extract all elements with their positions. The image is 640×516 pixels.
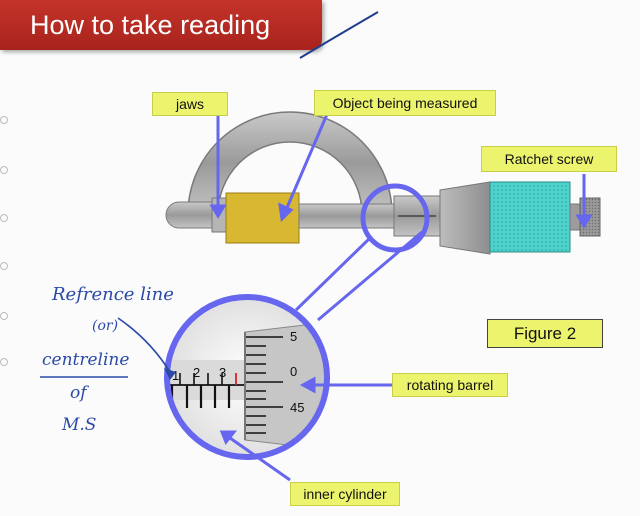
thimble [439,181,491,255]
focus-circle [360,183,430,253]
handwritten-of: of [70,383,89,403]
half-mm-ticks [179,373,223,385]
thimble-digit-5: 5 [290,329,297,344]
thimble-scale-ticks [246,336,283,434]
scale-digit-2: 2 [193,365,200,380]
handwritten-arrow [117,317,171,373]
page-title: How to take reading [30,10,271,40]
sidebar-marker [0,214,8,222]
sidebar-marker [0,262,8,270]
zoom-connector [294,236,372,312]
handwritten-or: (or) [92,318,118,334]
title-banner: How to take reading [0,0,322,50]
sidebar-marker [0,166,8,174]
ratchet-label: Ratchet screw [481,146,617,172]
sidebar-marker [0,116,8,124]
barrel-label: rotating barrel [392,373,508,397]
handwritten-arrowhead [164,368,176,380]
zoom-view [164,294,330,460]
pen-stroke [299,11,379,59]
cylinder-label: inner cylinder [290,482,400,506]
handwritten-centreline: centreline [42,350,129,370]
scale-digit-3: 3 [219,365,226,380]
sidebar-marker [0,312,8,320]
figure-label: Figure 2 [487,319,603,348]
micrometer-frame [187,111,393,215]
handwritten-reference-line: Refrence line [51,284,174,305]
pointer-arrows [209,111,593,482]
scale-digit-1: 1 [172,368,179,383]
zoom-connector [317,230,423,322]
thimble-digit-45: 45 [290,400,304,415]
handwritten-ms: M.S [61,415,96,435]
object-label: Object being measured [314,90,496,116]
measured-object [225,192,300,244]
jaws-label: jaws [152,92,228,116]
sidebar-marker [0,358,8,366]
thimble-grip [489,181,571,253]
thimble-digit-0: 0 [290,364,297,379]
spindle [298,203,405,229]
